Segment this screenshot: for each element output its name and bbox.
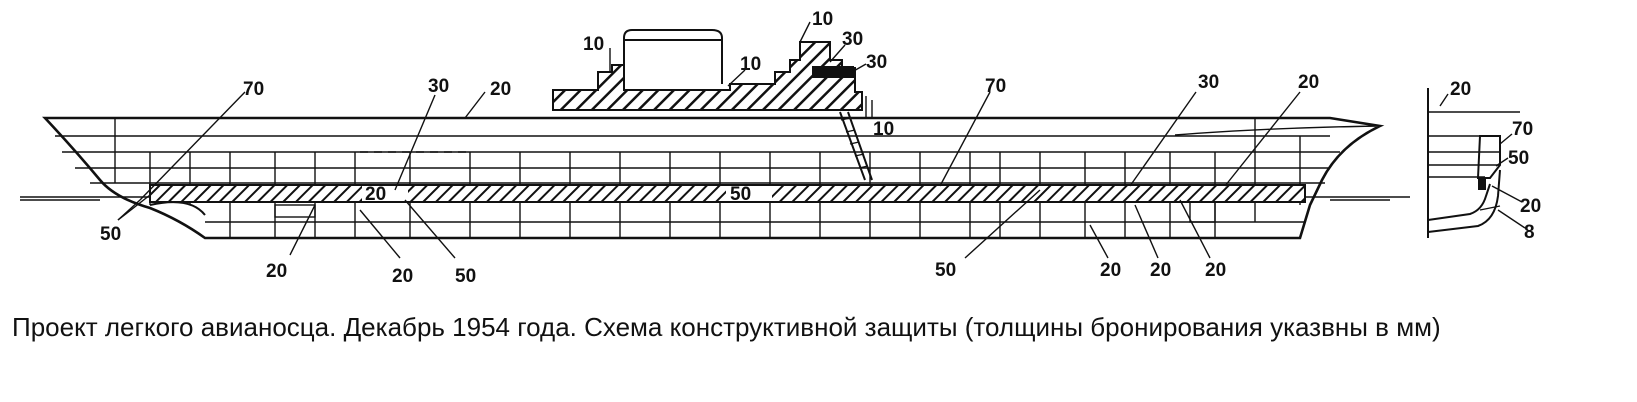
hull-outline: [41, 116, 1385, 240]
label-aft-20-top: 20: [1298, 72, 1319, 93]
label-belt-70-aft: 70: [985, 76, 1006, 97]
label-island-10-top: 10: [812, 9, 833, 30]
label-lower-20a: 20: [266, 261, 287, 282]
belt-label-box: [362, 186, 408, 201]
label-belt-50: 50: [730, 184, 751, 205]
label-aft-20-c: 20: [1205, 260, 1226, 281]
section-label-deck-20: 20: [1450, 79, 1471, 100]
label-lower-50-aft: 50: [935, 260, 956, 281]
deck-lines: [55, 135, 1340, 223]
label-aft-20-b: 20: [1150, 260, 1171, 281]
label-bow-belt-50: 50: [100, 224, 121, 245]
midship-section: [1427, 88, 1520, 238]
bow-bulb: [149, 201, 206, 216]
armor-scheme-drawing: 70 50 30 20 20 20 20 50 10 10 10 30 30 1…: [20, 9, 1541, 287]
label-inner-deck-20: 20: [365, 184, 386, 205]
label-island-30a: 30: [842, 29, 863, 50]
section-label-lower-20: 20: [1520, 196, 1541, 217]
label-island-10-mid: 10: [740, 54, 761, 75]
label-hangar-30: 30: [428, 76, 449, 97]
island-superstructure: [552, 29, 873, 181]
leader-lines: [117, 21, 1301, 259]
label-lower-20b: 20: [392, 266, 413, 287]
belt-label-box-2: [726, 186, 772, 201]
section-leader-lines: [1439, 93, 1526, 229]
section-label-belt-50: 50: [1508, 148, 1529, 169]
label-aft-20-a: 20: [1100, 260, 1121, 281]
label-uptake-10: 10: [873, 119, 894, 140]
label-island-30b: 30: [866, 52, 887, 73]
label-bow-belt-70: 70: [243, 79, 264, 100]
label-island-10-left: 10: [583, 34, 604, 55]
section-label-belt-70: 70: [1512, 119, 1533, 140]
label-aft-30: 30: [1198, 72, 1219, 93]
stern-line: [1174, 125, 1381, 136]
figure-caption: Проект легкого авианосца. Декабрь 1954 г…: [12, 312, 1441, 342]
label-lower-50: 50: [455, 266, 476, 287]
label-flight-deck-20: 20: [490, 79, 511, 100]
section-label-bottom-8: 8: [1524, 222, 1535, 243]
